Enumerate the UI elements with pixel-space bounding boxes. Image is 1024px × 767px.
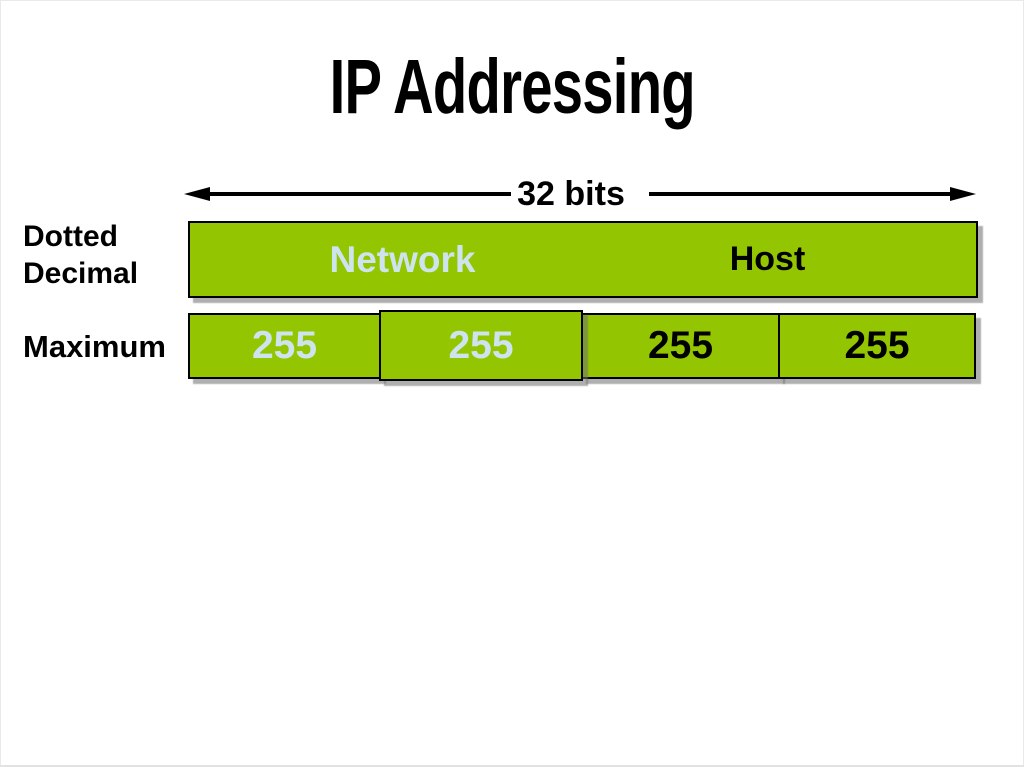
arrow-line-left xyxy=(210,192,512,196)
octet-value-3: 255 xyxy=(647,324,714,367)
dotted-decimal-label-line2: Decimal xyxy=(23,257,139,290)
octet-cell-2: 255 xyxy=(379,310,583,381)
bits-arrow-label: 32 bits xyxy=(517,174,625,213)
arrowhead-right-icon xyxy=(950,187,976,201)
octet-value-2: 255 xyxy=(448,323,514,367)
network-segment: Network xyxy=(190,223,583,296)
octet-cell-4: 255 xyxy=(778,313,976,379)
arrow-line-right xyxy=(648,192,950,196)
dotted-decimal-label: Dotted Decimal xyxy=(23,218,138,292)
page-title-text: IP Addressing xyxy=(329,44,695,130)
host-segment: Host xyxy=(583,223,976,296)
network-label: Network xyxy=(329,238,476,280)
host-label: Host xyxy=(729,240,806,278)
octet-cell-3: 255 xyxy=(581,313,780,379)
page-title: IP Addressing xyxy=(1,47,1023,128)
dotted-decimal-label-line1: Dotted xyxy=(23,220,118,253)
maximum-label: Maximum xyxy=(23,329,166,364)
octet-value-1: 255 xyxy=(251,324,318,367)
octet-cell-1: 255 xyxy=(188,313,381,379)
bits-arrow: 32 bits xyxy=(184,174,976,214)
octet-value-4: 255 xyxy=(844,324,910,367)
arrowhead-left-icon xyxy=(184,187,210,201)
dotted-decimal-bar: Network Host xyxy=(188,221,978,298)
